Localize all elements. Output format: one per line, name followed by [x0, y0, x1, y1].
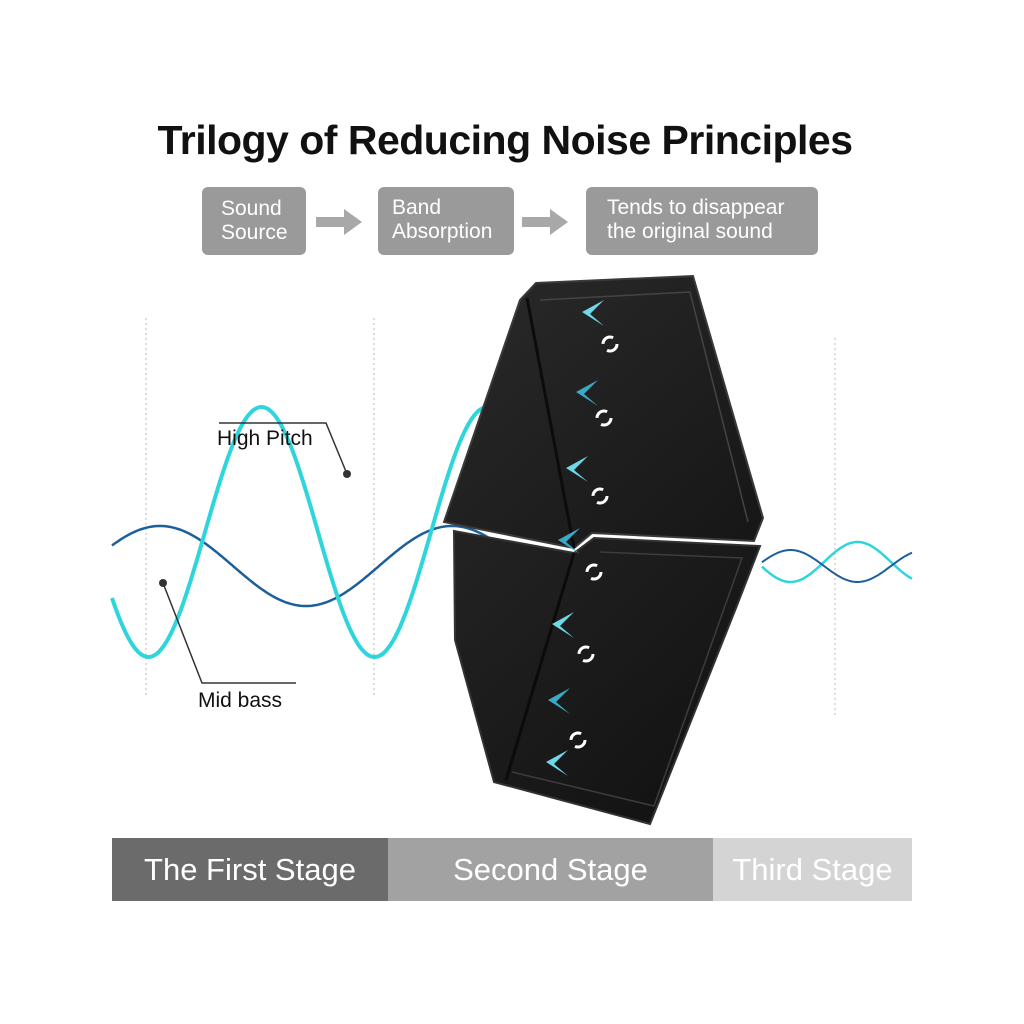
absorb-arrow-icon [552, 612, 574, 638]
absorb-arrow-icon [546, 750, 568, 776]
absorb-arrow-icon [582, 300, 604, 326]
high-pitch-wave [110, 404, 542, 660]
high-pitch-leader-line [219, 422, 348, 475]
swirl-icon [569, 731, 587, 749]
swirl-icon [577, 645, 595, 663]
absorb-arrow-icon [548, 688, 570, 714]
step-line: Sound [221, 197, 282, 220]
step-sound-source: Sound Source [202, 187, 306, 255]
step-band-absorption: Band Absorption [378, 187, 514, 255]
absorb-arrow-icon [566, 456, 588, 482]
absorb-arrow-icon [576, 380, 598, 406]
arrow-right-icon [522, 209, 568, 235]
step-line: Band [392, 196, 442, 219]
high-pitch-label: High Pitch [217, 427, 313, 450]
mid-bass-label: Mid bass [198, 689, 283, 712]
stage-first: The First Stage [112, 838, 388, 901]
arrow-right-icon [316, 209, 362, 235]
stage-second: Second Stage [388, 838, 713, 901]
step-tends-to-disappear: Tends to disappear the original sound [586, 187, 818, 255]
step-line: Tends to disappear [607, 196, 785, 219]
mid-bass-wave [111, 524, 541, 608]
step-line: Absorption [392, 220, 493, 243]
high-pitch-wave-attenuated [761, 540, 913, 584]
step-line: the original sound [607, 220, 773, 243]
swirl-icon [601, 335, 619, 353]
high-pitch-leader-dot [343, 470, 351, 478]
absorb-arrow-icon [558, 528, 580, 554]
absorption-symbols [546, 300, 619, 776]
swirl-icon [595, 409, 613, 427]
mid-bass-leader-line [162, 582, 296, 684]
step-line: Source [221, 221, 288, 244]
mid-bass-leader-dot [159, 579, 167, 587]
swirl-icon [585, 563, 603, 581]
mid-bass-wave-attenuated [761, 549, 913, 583]
swirl-icon [591, 487, 609, 505]
page-title: Trilogy of Reducing Noise Principles [157, 117, 853, 163]
stage-third: Third Stage [713, 838, 912, 901]
acoustic-panel [442, 274, 765, 826]
